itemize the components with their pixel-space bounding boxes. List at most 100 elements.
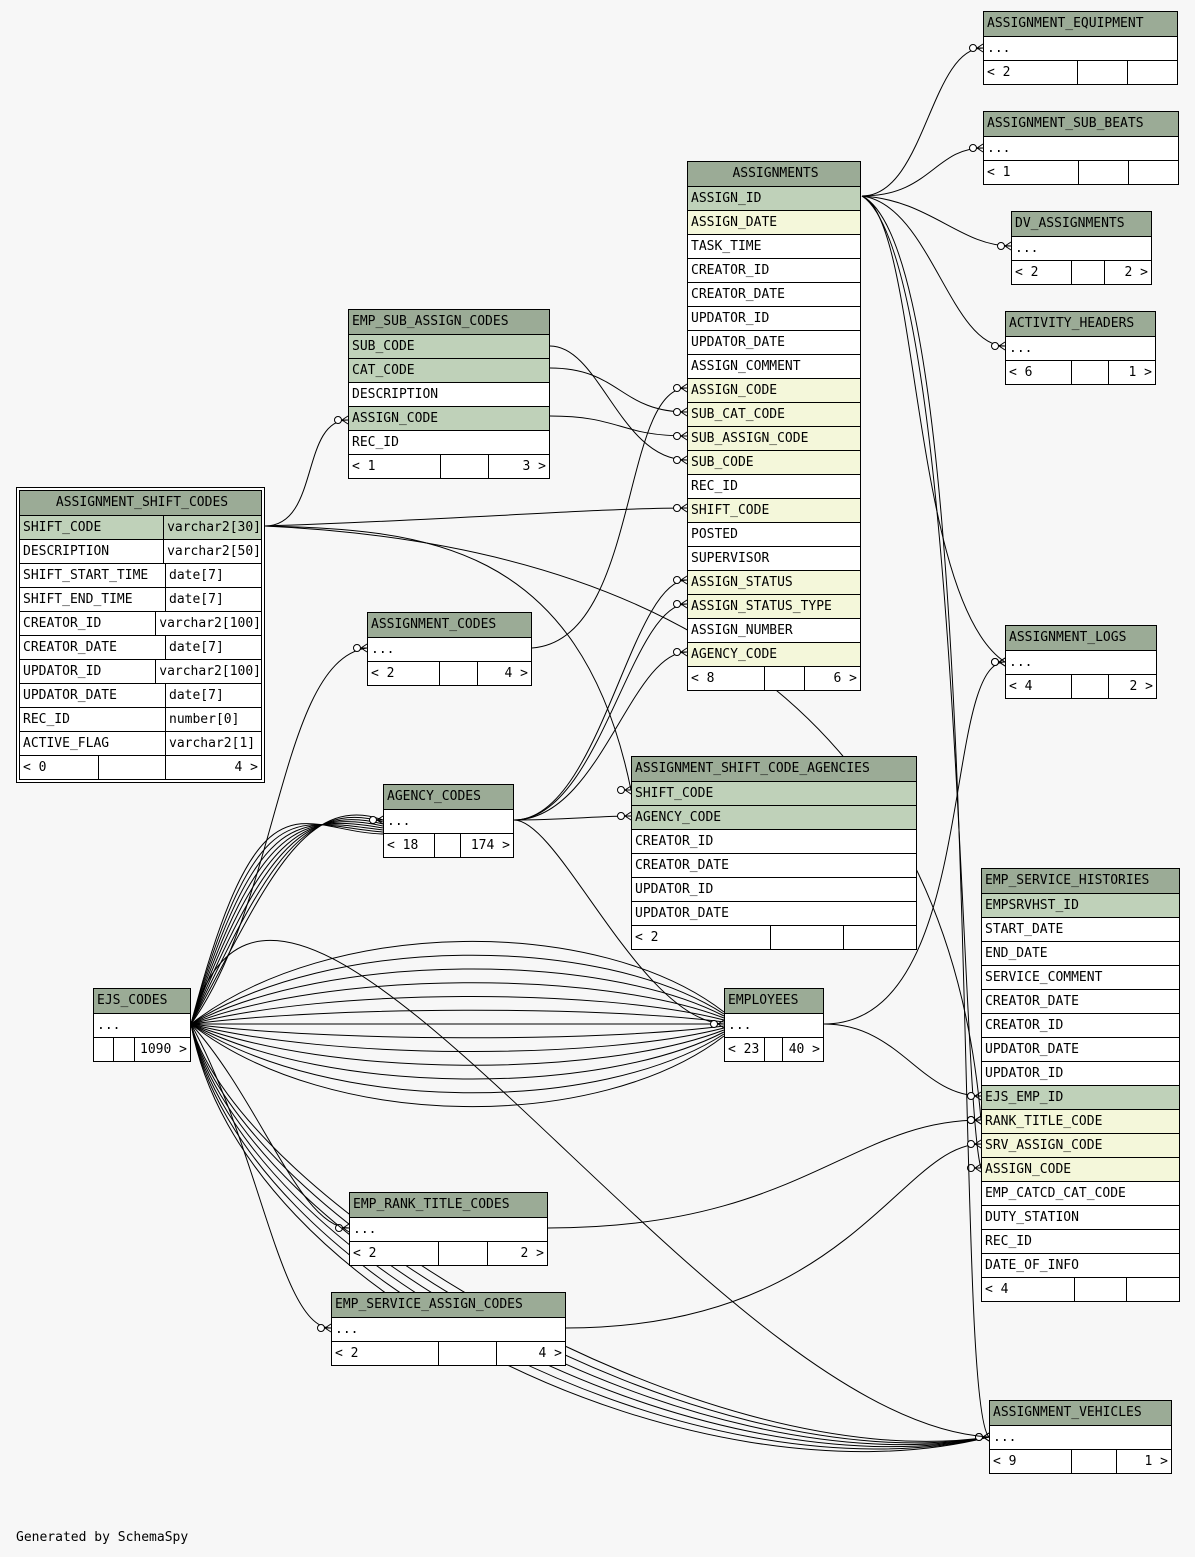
column-row[interactable]: SHIFT_CODE (688, 499, 860, 523)
column-row[interactable]: ASSIGN_COMMENT (688, 355, 860, 379)
column-row[interactable]: ... (384, 810, 513, 834)
column-row[interactable]: ... (984, 37, 1177, 61)
table-assignment-equipment[interactable]: ASSIGNMENT_EQUIPMENT...< 2 (983, 11, 1178, 85)
column-row[interactable]: UPDATOR_ID (632, 878, 916, 902)
column-row[interactable]: CREATOR_ID (632, 830, 916, 854)
column-row[interactable]: UPDATOR_ID (688, 307, 860, 331)
optional-marker (617, 812, 625, 820)
footer-cell (1072, 1450, 1117, 1473)
column-row[interactable]: REC_ID (349, 431, 549, 455)
column-row[interactable]: ... (984, 137, 1178, 161)
column-row[interactable]: CREATOR_ID (982, 1014, 1179, 1038)
column-row[interactable]: AGENCY_CODE (632, 806, 916, 830)
table-ejs-codes[interactable]: EJS_CODES...1090 > (93, 988, 191, 1062)
column-row[interactable]: EJS_EMP_ID (982, 1086, 1179, 1110)
column-row[interactable]: ASSIGN_DATE (688, 211, 860, 235)
column-name: ACTIVE_FLAG (20, 732, 166, 755)
column-row[interactable]: TASK_TIME (688, 235, 860, 259)
column-row[interactable]: ... (1006, 337, 1155, 361)
column-row[interactable]: UPDATOR_ID (982, 1062, 1179, 1086)
column-row[interactable]: ... (94, 1014, 190, 1038)
column-row[interactable]: UPDATOR_DATE (982, 1038, 1179, 1062)
column-row[interactable]: DUTY_STATION (982, 1206, 1179, 1230)
column-row[interactable]: SUB_CODE (688, 451, 860, 475)
column-row[interactable]: ASSIGN_STATUS_TYPE (688, 595, 860, 619)
column-row[interactable]: END_DATE (982, 942, 1179, 966)
column-row[interactable]: SUB_CAT_CODE (688, 403, 860, 427)
table-assignment-sub-beats[interactable]: ASSIGNMENT_SUB_BEATS...< 1 (983, 111, 1179, 185)
column-row[interactable]: ... (1006, 651, 1156, 675)
column-row[interactable]: ... (1012, 237, 1151, 261)
column-row[interactable]: ASSIGN_CODE (688, 379, 860, 403)
column-row[interactable]: POSTED (688, 523, 860, 547)
column-name: CREATOR_DATE (20, 636, 166, 659)
column-row[interactable]: EMPSRVHST_ID (982, 894, 1179, 918)
optional-marker (673, 504, 681, 512)
column-row[interactable]: SUB_CODE (349, 335, 549, 359)
column-row[interactable]: CREATOR_ID (688, 259, 860, 283)
column-row[interactable]: CREATOR_DATE (982, 990, 1179, 1014)
optional-marker (317, 1324, 325, 1332)
column-row[interactable]: SUPERVISOR (688, 547, 860, 571)
column-row[interactable]: ... (990, 1426, 1171, 1450)
column-row[interactable]: ... (350, 1218, 547, 1242)
relationship-line (190, 1023, 725, 1052)
column-row[interactable]: ASSIGN_CODE (349, 407, 549, 431)
column-row[interactable]: ASSIGN_CODE (982, 1158, 1179, 1182)
column-row[interactable]: DATE_OF_INFO (982, 1254, 1179, 1278)
column-row[interactable]: REC_ID (688, 475, 860, 499)
column-row[interactable]: ... (368, 638, 531, 662)
column-row[interactable]: SHIFT_CODE (632, 782, 916, 806)
column-row[interactable]: ... (725, 1014, 823, 1038)
column-row[interactable]: AGENCY_CODE (688, 643, 860, 667)
parents-count (94, 1038, 114, 1061)
column-row[interactable]: SERVICE_COMMENT (982, 966, 1179, 990)
column-row[interactable]: SRV_ASSIGN_CODE (982, 1134, 1179, 1158)
column-row[interactable]: RANK_TITLE_CODE (982, 1110, 1179, 1134)
table-header: ASSIGNMENT_VEHICLES (990, 1401, 1171, 1426)
column-row[interactable]: REC_ID (982, 1230, 1179, 1254)
column-row[interactable]: ASSIGN_STATUS (688, 571, 860, 595)
column-row[interactable]: CREATOR_DATE (688, 283, 860, 307)
column-row[interactable]: UPDATOR_DATE (632, 902, 916, 926)
column-row[interactable]: CAT_CODE (349, 359, 549, 383)
column-row[interactable]: ASSIGN_ID (688, 187, 860, 211)
column-row[interactable]: DESCRIPTION (349, 383, 549, 407)
column-row[interactable]: CREATOR_DATE (632, 854, 916, 878)
column-row[interactable]: ASSIGN_NUMBER (688, 619, 860, 643)
column-type: date[7] (169, 568, 224, 583)
column-row[interactable]: SUB_ASSIGN_CODE (688, 427, 860, 451)
column-row[interactable]: UPDATOR_DATE (688, 331, 860, 355)
column-row[interactable]: EMP_CATCD_CAT_CODE (982, 1182, 1179, 1206)
column-row[interactable]: START_DATE (982, 918, 1179, 942)
relationship-line (190, 814, 384, 1025)
relationship-line (190, 1009, 725, 1025)
relationship-line (549, 345, 688, 461)
column-row[interactable]: ... (332, 1318, 565, 1342)
